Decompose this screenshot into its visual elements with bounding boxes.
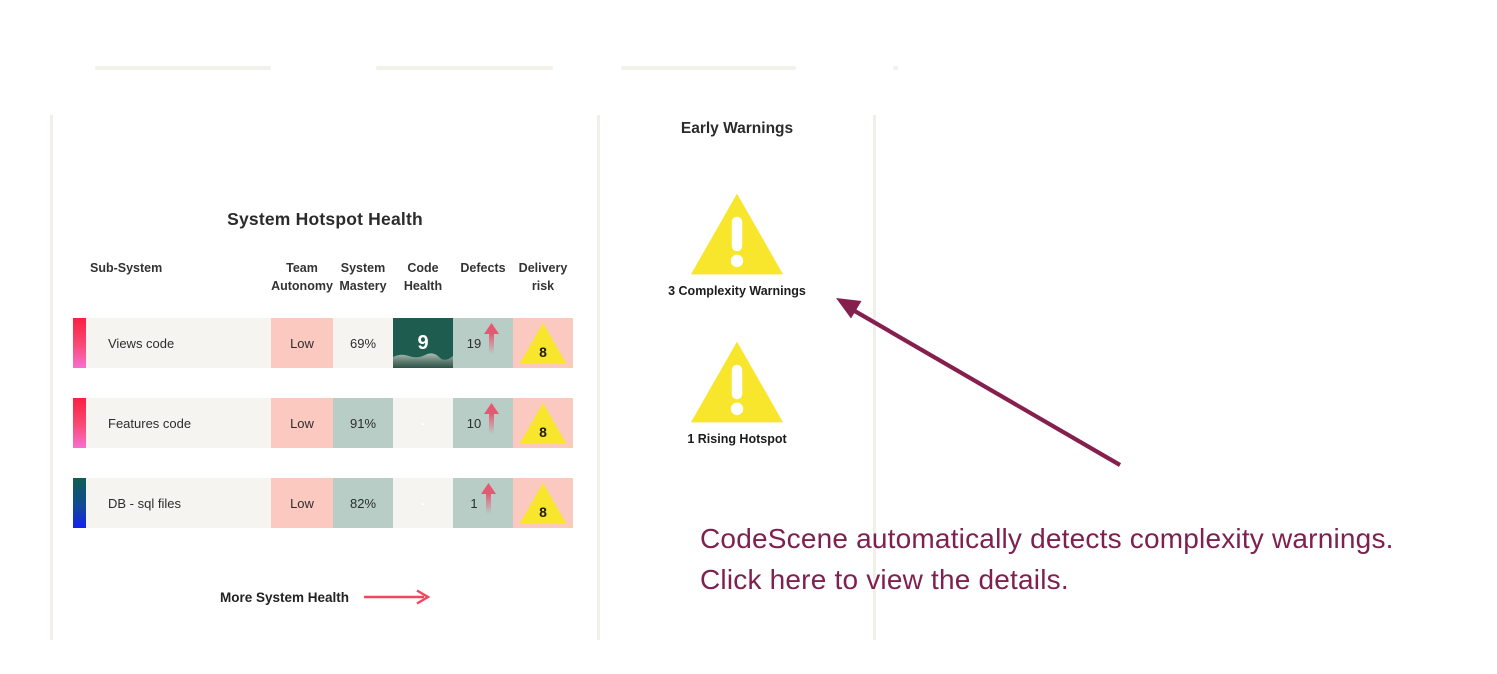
early-warnings-title: Early Warnings bbox=[680, 120, 794, 137]
row-color-stripe bbox=[73, 478, 86, 528]
defects-cell: 19 bbox=[453, 318, 513, 368]
code-health-empty: - bbox=[420, 495, 426, 511]
trend-up-icon bbox=[484, 403, 500, 434]
sub-system-name: DB - sql files bbox=[86, 478, 271, 528]
card-edge bbox=[376, 66, 553, 70]
panel-divider bbox=[50, 115, 53, 640]
delivery-risk-value: 8 bbox=[539, 504, 547, 520]
code-health-empty: - bbox=[420, 415, 426, 431]
row-color-stripe bbox=[73, 398, 86, 448]
trend-up-icon bbox=[480, 483, 496, 514]
warning-complexity[interactable]: 3 Complexity Warnings bbox=[599, 190, 875, 298]
annotation-line-1: CodeScene automatically detects complexi… bbox=[700, 523, 1394, 554]
right-arrow-icon bbox=[364, 589, 431, 605]
column-header-delivery-risk: Delivery risk bbox=[518, 261, 568, 293]
column-header-sub-system: Sub-System bbox=[90, 261, 163, 275]
panel-divider bbox=[597, 115, 600, 640]
defects-count: 1 bbox=[470, 495, 478, 511]
annotation-line-2: Click here to view the details. bbox=[700, 564, 1069, 595]
system-mastery-cell: 82% bbox=[333, 478, 393, 528]
defects-count: 10 bbox=[466, 415, 482, 431]
warning-label: 1 Rising Hotspot bbox=[687, 432, 787, 446]
system-mastery-cell: 69% bbox=[333, 318, 393, 368]
row-color-stripe bbox=[73, 318, 86, 368]
more-system-health-label: More System Health bbox=[219, 589, 350, 605]
defects-cell: 1 bbox=[453, 478, 513, 528]
card-edge bbox=[95, 66, 271, 70]
code-health-cell: - bbox=[393, 478, 453, 528]
delivery-risk-value: 8 bbox=[539, 424, 547, 440]
annotation-caption: CodeScene automatically detects complexi… bbox=[700, 518, 1394, 600]
delivery-risk-badge: 8 bbox=[520, 483, 566, 523]
column-header-code-health: Code Health bbox=[403, 261, 443, 293]
wave-decoration bbox=[393, 353, 453, 368]
defects-cell: 10 bbox=[453, 398, 513, 448]
table-row-db-sql-files[interactable]: DB - sql files Low 82% - 1 8 bbox=[73, 478, 573, 528]
delivery-risk-cell: 8 bbox=[513, 318, 573, 368]
delivery-risk-badge: 8 bbox=[520, 323, 566, 363]
card-edge bbox=[621, 66, 796, 70]
sub-system-name: Features code bbox=[86, 398, 271, 448]
delivery-risk-value: 8 bbox=[539, 344, 547, 360]
warning-triangle-icon bbox=[690, 193, 784, 275]
delivery-risk-cell: 8 bbox=[513, 478, 573, 528]
defects-count: 19 bbox=[466, 335, 482, 351]
column-header-team-autonomy: Team Autonomy bbox=[271, 261, 333, 293]
sub-system-name: Views code bbox=[86, 318, 271, 368]
trend-up-icon bbox=[484, 323, 500, 354]
warning-label: 3 Complexity Warnings bbox=[668, 284, 806, 298]
team-autonomy-cell: Low bbox=[271, 318, 333, 368]
code-health-score: 9 bbox=[417, 331, 429, 354]
warning-triangle-icon bbox=[690, 341, 784, 423]
delivery-risk-badge: 8 bbox=[520, 403, 566, 443]
delivery-risk-cell: 8 bbox=[513, 398, 573, 448]
team-autonomy-cell: Low bbox=[271, 398, 333, 448]
team-autonomy-cell: Low bbox=[271, 478, 333, 528]
system-mastery-cell: 91% bbox=[333, 398, 393, 448]
code-health-cell: - bbox=[393, 398, 453, 448]
code-health-cell: 9 bbox=[393, 318, 453, 368]
column-header-system-mastery: System Mastery bbox=[339, 261, 387, 293]
warning-rising-hotspot[interactable]: 1 Rising Hotspot bbox=[599, 338, 875, 446]
table-row-views-code[interactable]: Views code Low 69% 9 19 bbox=[73, 318, 573, 368]
column-header-defects: Defects bbox=[460, 261, 506, 275]
more-system-health-link[interactable]: More System Health bbox=[51, 589, 599, 605]
table-row-features-code[interactable]: Features code Low 91% - 10 8 bbox=[73, 398, 573, 448]
card-edge bbox=[893, 66, 898, 70]
hotspot-panel-title: System Hotspot Health bbox=[227, 209, 423, 229]
